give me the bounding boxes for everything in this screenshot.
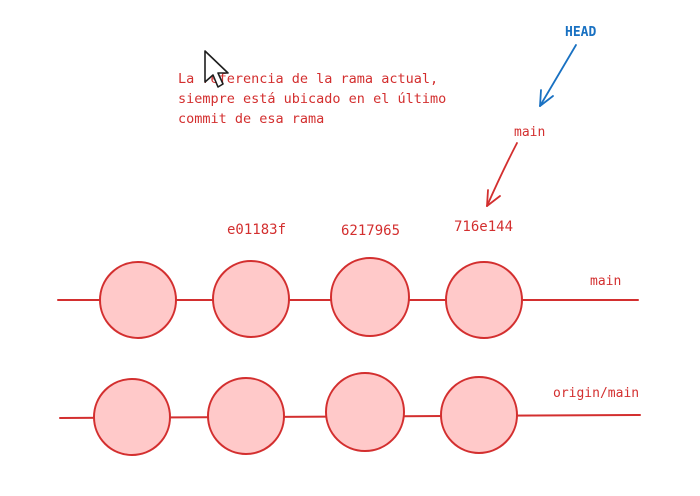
commit-label-2: 6217965 [341, 223, 400, 239]
mouse-pointer-icon [204, 50, 229, 88]
remote-commit-node [207, 377, 285, 455]
annotation-line-3: commit de esa rama [178, 111, 324, 127]
main-pointer-label: main [514, 125, 545, 140]
commit-label-3: 716e144 [454, 219, 513, 235]
remote-commit-node [93, 378, 171, 456]
local-commit-node [99, 261, 177, 339]
remote-branch: origin/main [59, 372, 641, 456]
local-commit-node [212, 260, 290, 338]
remote-commit-node [325, 372, 405, 452]
commit-label-1: e01183f [227, 222, 286, 238]
local-commit-node [330, 257, 410, 337]
remote-commit-node [440, 376, 518, 454]
main-pointer-arrow [486, 142, 518, 207]
local-branch-label: main [590, 274, 621, 289]
annotation-line-1: La referencia de la rama actual, [178, 71, 438, 87]
head-label: HEAD [565, 25, 596, 40]
head-arrow [539, 44, 577, 107]
local-branch: main [57, 257, 639, 339]
local-commit-node [445, 261, 523, 339]
remote-branch-label: origin/main [553, 386, 639, 401]
annotation-line-2: siempre está ubicado en el último [178, 91, 446, 107]
annotation: La referencia de la rama actual, siempre… [178, 71, 446, 127]
